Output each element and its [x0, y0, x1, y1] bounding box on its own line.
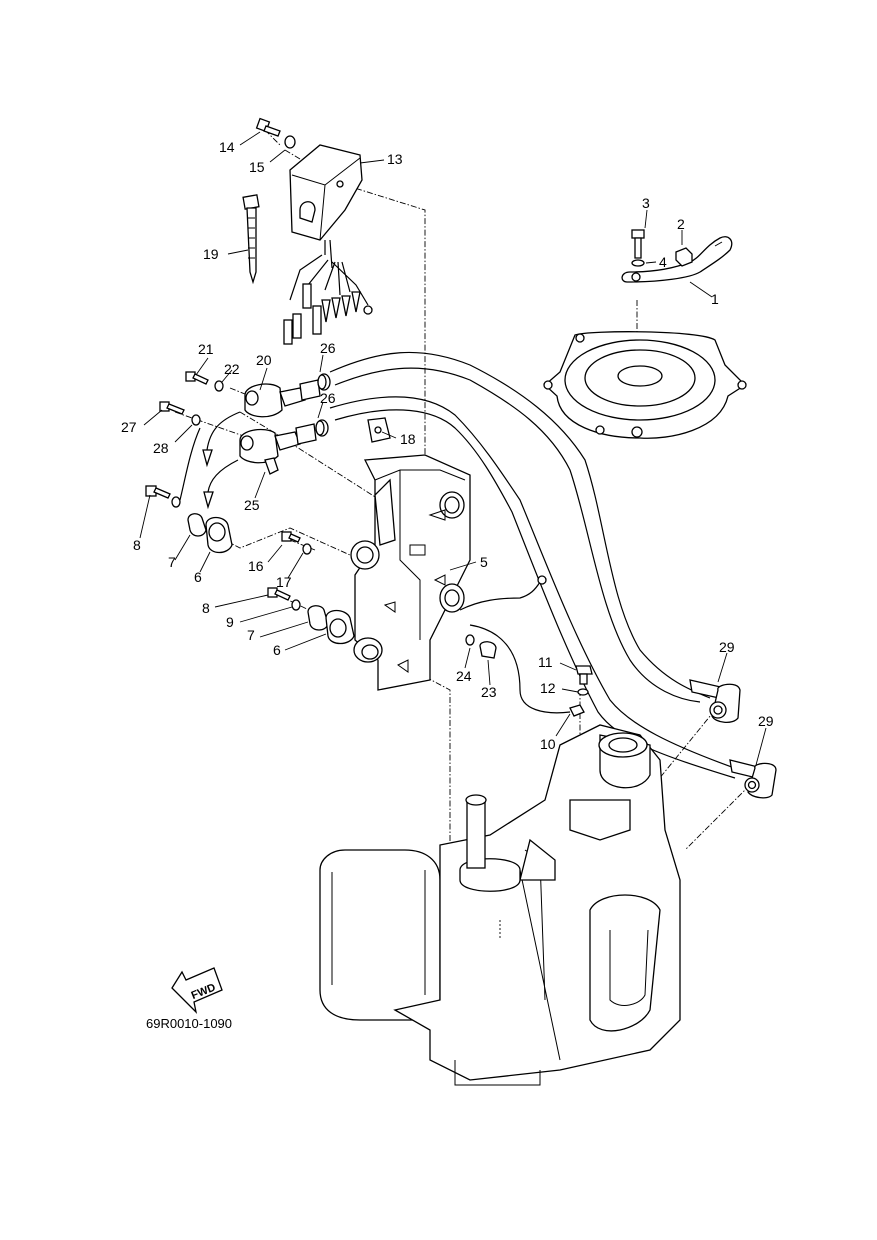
bracket-part-5	[350, 454, 471, 691]
callout-6-upper: 6	[194, 569, 202, 585]
fwd-arrow-icon: FWD	[171, 967, 223, 1014]
bolt-part-14	[255, 117, 281, 137]
cable-holder-part-25	[239, 419, 329, 475]
callout-14: 14	[219, 139, 235, 155]
ground-lead	[459, 575, 585, 717]
callout-20: 20	[256, 352, 272, 368]
callout-24: 24	[456, 668, 472, 684]
callout-21: 21	[198, 341, 214, 357]
callout-1: 1	[711, 291, 719, 307]
callout-29-upper: 29	[719, 639, 735, 655]
callout-19: 19	[203, 246, 219, 262]
bolt-part-21	[185, 371, 209, 385]
cdi-unit-part-13	[283, 144, 373, 345]
ball-joint-part-29-b	[729, 759, 777, 799]
callout-9: 9	[226, 614, 234, 630]
grommet-part-6-upper	[205, 516, 233, 554]
callout-28: 28	[153, 440, 169, 456]
cable-tie-part-19	[242, 194, 260, 285]
callout-17: 17	[276, 574, 292, 590]
callout-15: 15	[249, 159, 265, 175]
callout-18: 18	[400, 431, 416, 447]
callout-25: 25	[244, 497, 260, 513]
callout-29-lower: 29	[758, 713, 774, 729]
collar-part-7-lower	[307, 605, 329, 631]
callout-4: 4	[659, 254, 667, 270]
callout-6-lower: 6	[273, 642, 281, 658]
washer-part-9	[291, 599, 301, 611]
callout-26-lower: 26	[320, 390, 336, 406]
callout-2: 2	[677, 216, 685, 232]
bushing-part-26	[315, 374, 327, 436]
callout-8-lower: 8	[202, 600, 210, 616]
callout-7-upper: 7	[168, 554, 176, 570]
callout-8-upper: 8	[133, 537, 141, 553]
callout-11: 11	[538, 654, 553, 670]
callout-23: 23	[481, 684, 497, 700]
callout-labels: 1 2 3 4 5 6 6 7 7 8 8 9 10 11 12 13 14 1…	[121, 139, 774, 752]
callout-leaders	[139, 131, 767, 766]
callout-3: 3	[642, 195, 650, 211]
clamp-part-2	[675, 247, 693, 267]
callout-5: 5	[480, 554, 488, 570]
washer-part-28	[191, 414, 201, 426]
bolt-part-11	[575, 665, 593, 685]
callout-12: 12	[540, 680, 556, 696]
diagram-code: 69R0010-1090	[146, 1016, 232, 1031]
callout-27: 27	[121, 419, 137, 435]
callout-10: 10	[540, 736, 556, 752]
washer-part-4	[631, 259, 645, 267]
bracket-part-1	[621, 236, 733, 283]
bolt-part-8-upper	[145, 485, 171, 499]
ball-joint-part-29-a	[689, 679, 741, 723]
cable-holder-part-20	[244, 373, 331, 418]
bolt-part-23	[479, 641, 497, 659]
collar-part-7-upper	[187, 513, 207, 537]
washer-part-24	[465, 634, 475, 646]
bolt-part-27	[159, 401, 185, 415]
callout-26-upper: 26	[320, 340, 336, 356]
cable-ends	[171, 411, 241, 510]
callout-7-lower: 7	[247, 627, 255, 643]
washer-part-15	[284, 135, 296, 149]
callout-16: 16	[248, 558, 264, 574]
collar-bottom	[353, 637, 383, 663]
washer-part-22	[214, 380, 224, 392]
callout-13: 13	[387, 151, 403, 167]
bolt-part-8-lower	[267, 587, 291, 601]
bolt-part-16	[281, 531, 301, 543]
grommet-part-6-lower	[325, 609, 355, 645]
grommet-part-18	[367, 417, 391, 443]
callout-22: 22	[224, 361, 240, 377]
stator-assembly	[543, 331, 747, 439]
bolt-part-3	[631, 229, 645, 259]
power-unit	[319, 724, 681, 1086]
washer-part-12	[577, 688, 589, 696]
washer-part-17	[302, 543, 312, 555]
